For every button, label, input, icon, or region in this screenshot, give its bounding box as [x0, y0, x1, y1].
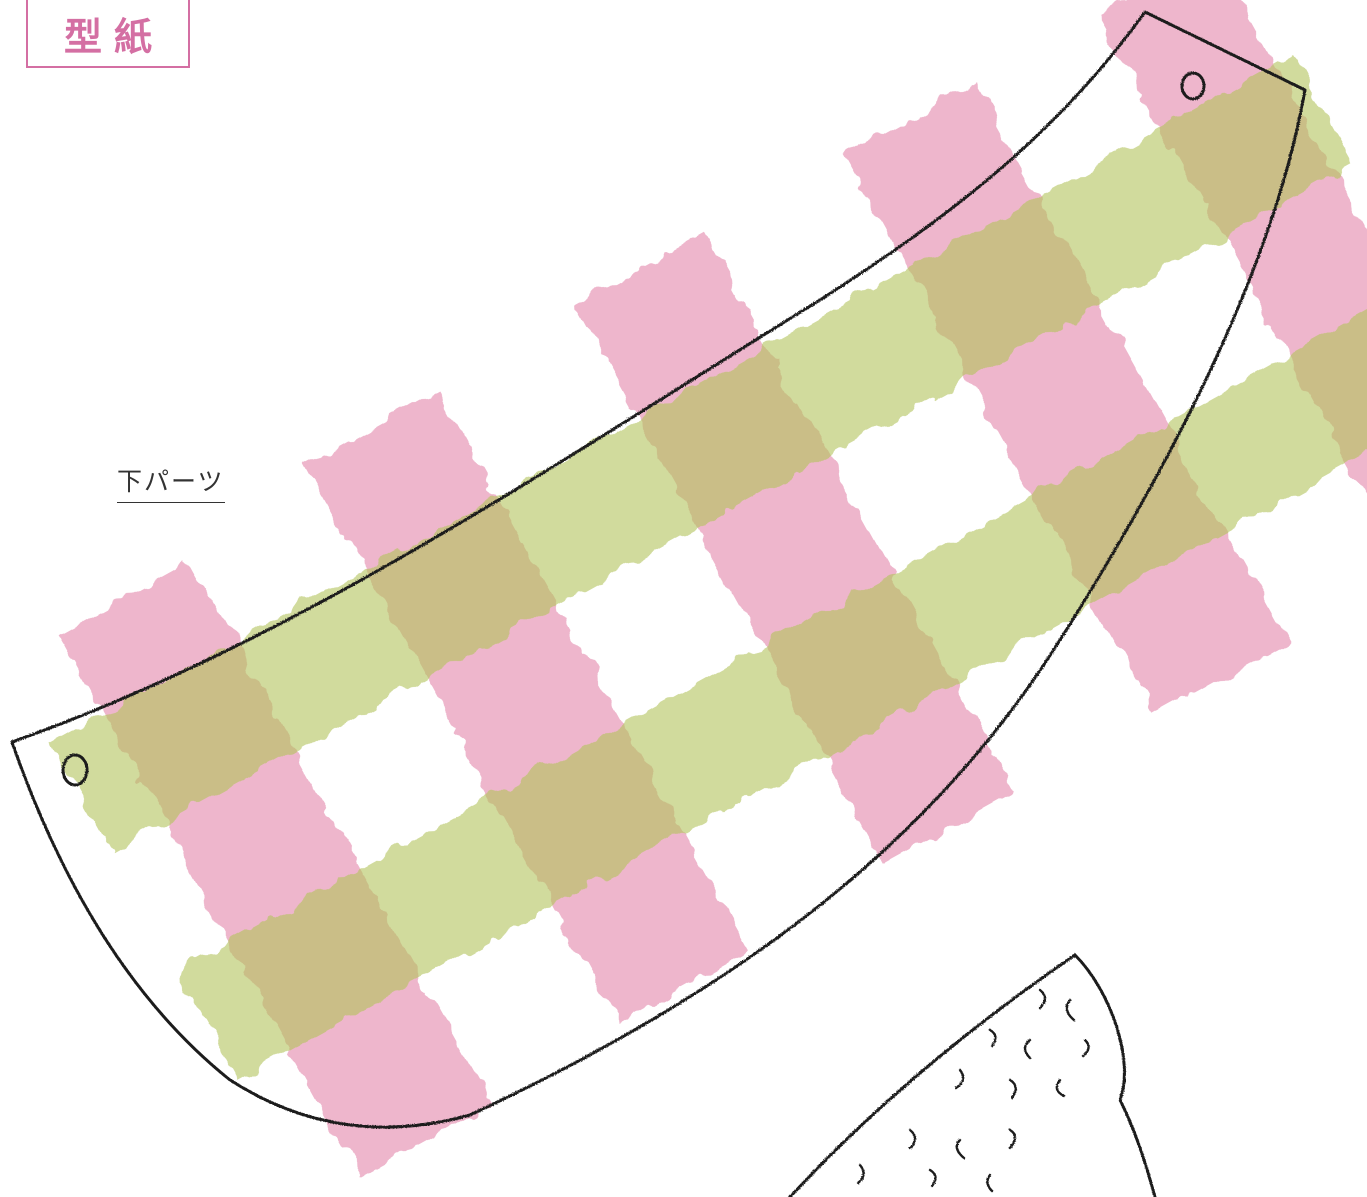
title-badge: 型紙 [26, 0, 190, 68]
page-title: 型紙 [63, 14, 164, 59]
pattern-outline [10, 10, 1307, 1129]
second-pattern-piece [788, 953, 1157, 1197]
part-label: 下パーツ [117, 462, 225, 503]
